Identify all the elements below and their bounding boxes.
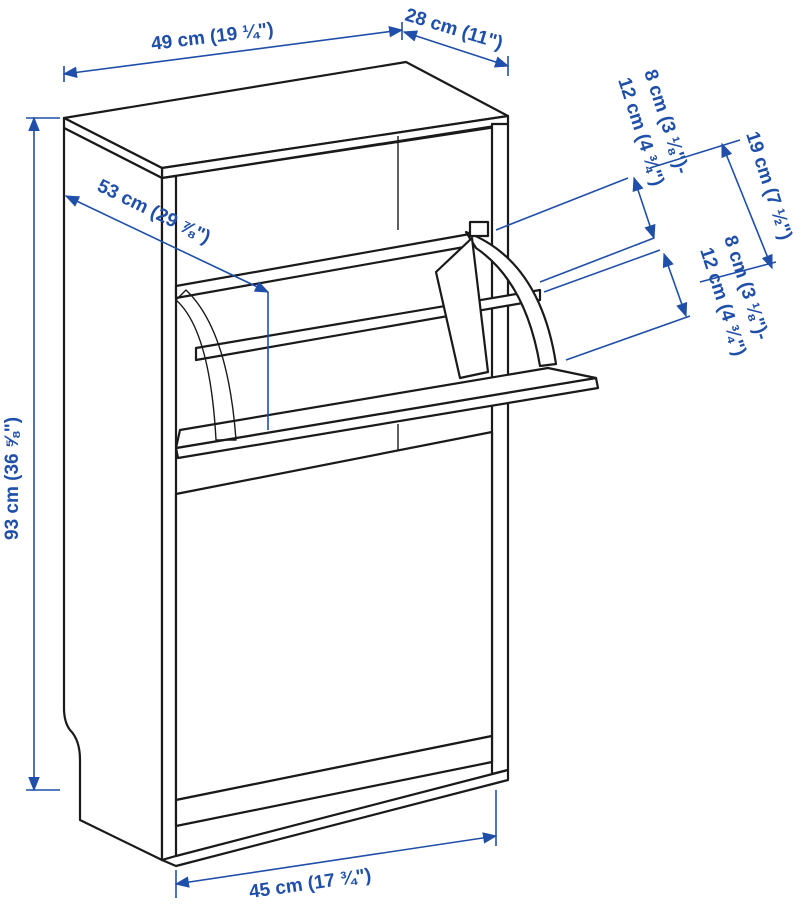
upper-flap-front <box>174 366 598 450</box>
dim-heel-upper-ext <box>495 177 629 231</box>
cabinet-plinth <box>174 734 494 828</box>
dim-heel-lower-ext <box>543 249 661 293</box>
dimension-lines <box>26 22 777 898</box>
dim-flap-depth-line <box>64 195 270 293</box>
cabinet-left-side <box>62 126 164 862</box>
right-hinge-arm <box>434 236 490 380</box>
right-hinge-pin <box>468 220 490 238</box>
dim-compartment-line <box>721 142 773 270</box>
label-height: 93 cm (36 ⅝") <box>2 417 23 540</box>
cabinet-right-post <box>490 122 510 776</box>
dim-heel-upper-ext2 <box>539 237 655 283</box>
dim-bottom-width-line <box>174 832 498 888</box>
dim-heel-upper-line <box>632 176 656 240</box>
label-depth: 28 cm (11") <box>403 5 506 55</box>
dim-heel-lower-ext2 <box>565 315 691 361</box>
upper-flap-tray <box>174 376 600 460</box>
dim-heel-lower-line <box>662 252 688 318</box>
dim-depth-line <box>402 30 510 68</box>
label-compartment-height: 19 cm (7 ½") <box>741 129 796 242</box>
cabinet-left-post <box>160 174 178 862</box>
interior-top-line <box>175 127 493 177</box>
left-hinge-arc <box>175 289 237 441</box>
dim-top-width-line <box>62 25 404 79</box>
right-hinge-arc <box>464 230 558 368</box>
cabinet <box>62 60 600 868</box>
upper-rail-middle <box>194 288 542 362</box>
upper-rail-back <box>174 232 472 300</box>
